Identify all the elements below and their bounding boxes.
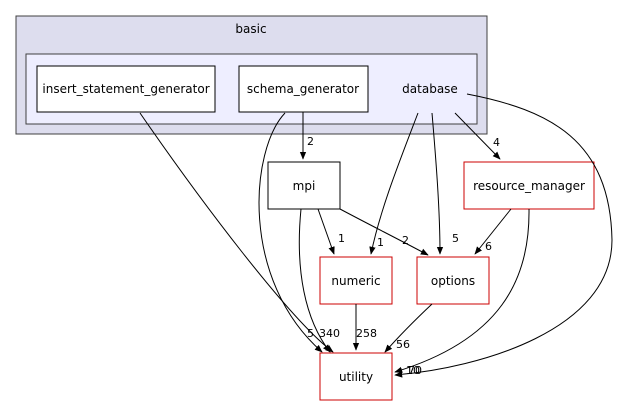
node-mpi[interactable]: mpi: [267, 161, 341, 210]
edge-insert-statement-generator-to-utility: [139, 112, 334, 353]
edge-label-options-utility: 56: [396, 338, 410, 351]
node-insert-statement-generator[interactable]: insert_statement_generator: [36, 65, 216, 113]
cluster-database-label: database: [402, 82, 458, 96]
edge-label-mpi-options: 2: [402, 234, 409, 247]
node-schema-generator[interactable]: schema_generator: [238, 65, 369, 113]
node-resource-manager[interactable]: resource_manager: [463, 161, 595, 210]
edge-database-to-resource-manager: [454, 112, 501, 160]
node-utility[interactable]: utility: [319, 352, 393, 401]
node-options[interactable]: options: [416, 256, 490, 305]
node-utility-label: utility: [339, 370, 373, 384]
edge-label-insert-statement-generator-utility: 5: [307, 327, 314, 340]
node-resource-manager-label: resource_manager: [473, 179, 585, 193]
edge-mpi-to-utility: [298, 208, 331, 353]
edge-mpi-to-numeric: [317, 208, 335, 255]
edge-label-database-options: 5: [452, 232, 459, 245]
cluster-basic-label: basic: [235, 22, 266, 36]
edge-label-schema-generator-mpi: 2: [307, 135, 314, 148]
edge-label-database-utility: 70: [408, 364, 422, 377]
edge-label-resource-manager-options: 6: [485, 240, 492, 253]
node-numeric-label: numeric: [331, 274, 380, 288]
edge-resource-manager-to-options: [474, 208, 512, 255]
edge-database-to-options: [431, 112, 444, 255]
node-schema-generator-label: schema_generator: [247, 82, 359, 96]
edge-label-numeric-utility: 258: [356, 327, 377, 340]
node-numeric[interactable]: numeric: [319, 256, 393, 305]
edge-label-schema-generator-utility: 3: [319, 327, 326, 340]
edge-label-mpi-utility: 40: [326, 327, 340, 340]
edge-label-resource-manager-utility: 10: [406, 364, 420, 377]
edge-schema-generator-to-utility: [258, 112, 323, 353]
edge-resource-manager-to-utility: [394, 208, 530, 373]
edge-database-to-utility: [394, 93, 613, 378]
edge-options-to-utility: [384, 303, 433, 353]
edge-label-database-resource-manager: 4: [493, 136, 500, 149]
edge-label-mpi-numeric: 1: [338, 232, 345, 245]
edge-mpi-to-options: [339, 208, 429, 256]
node-options-label: options: [431, 274, 475, 288]
edge-database-to-numeric: [369, 112, 419, 255]
node-insert-statement-generator-label: insert_statement_generator: [42, 82, 209, 96]
node-mpi-label: mpi: [293, 179, 316, 193]
edge-label-database-numeric: 1: [377, 236, 384, 249]
